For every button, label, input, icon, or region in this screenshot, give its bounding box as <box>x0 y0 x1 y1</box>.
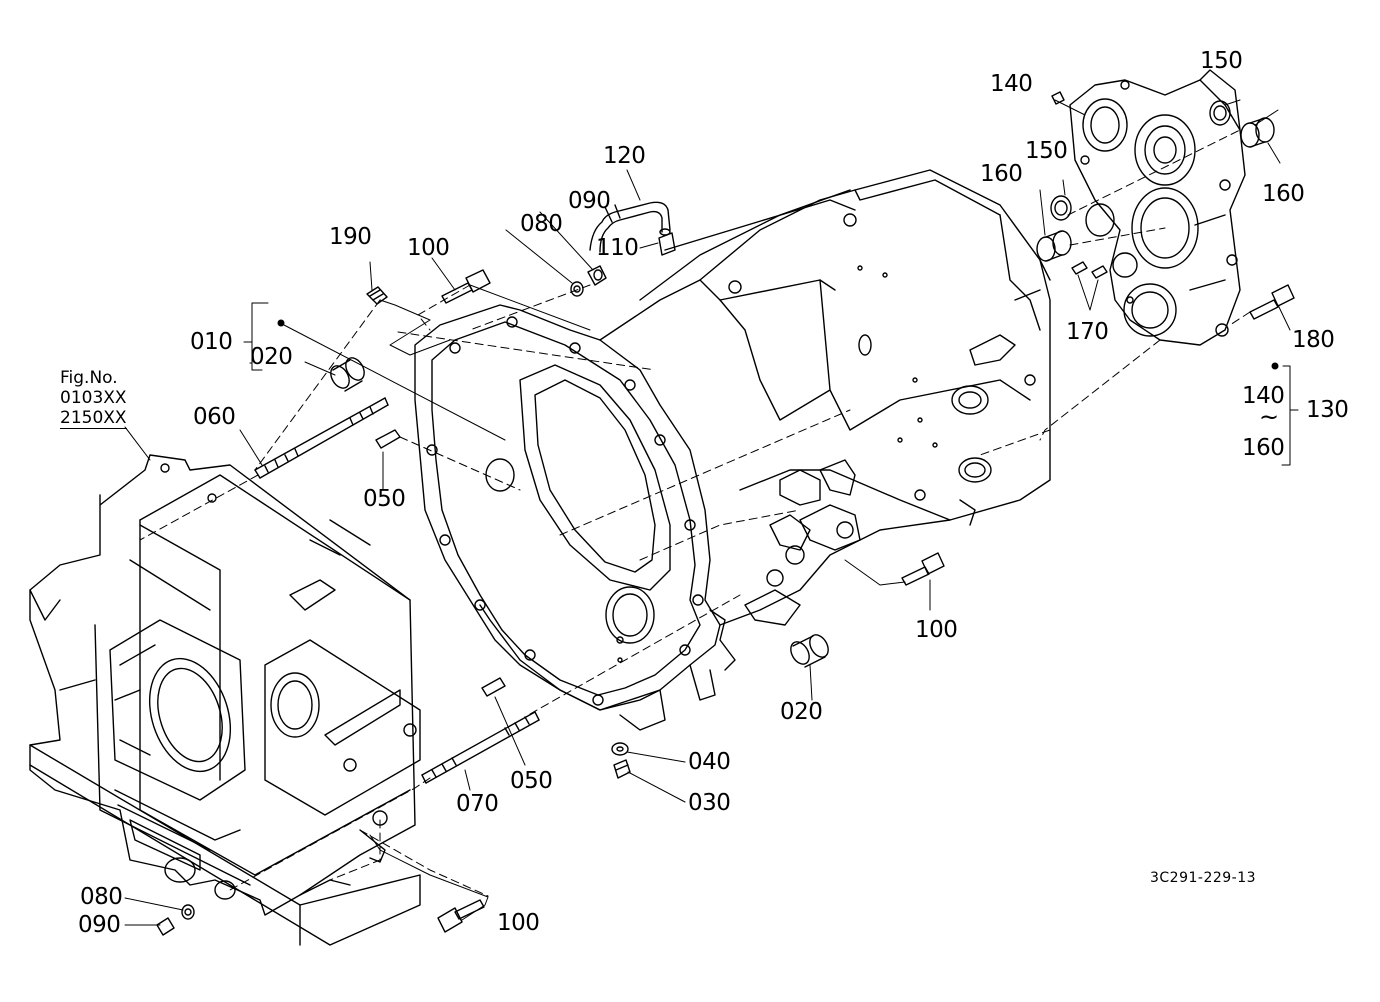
callout-110: 110 <box>596 235 639 261</box>
bolt-180 <box>1249 284 1295 320</box>
washer-040 <box>611 742 629 756</box>
figure-ref-code-2: 2150XX <box>60 408 127 429</box>
bolt-100-right <box>901 552 945 586</box>
callout-040: 040 <box>688 749 731 775</box>
callout-150-upper: 150 <box>1200 48 1243 74</box>
pin-050-lower <box>481 677 506 697</box>
stud-070 <box>421 711 540 784</box>
pin-140-upper <box>1051 91 1065 105</box>
callout-080-lower: 080 <box>80 884 123 910</box>
figure-ref-label: Fig.No. <box>60 368 118 388</box>
bushings-rear <box>1036 100 1275 262</box>
bolt-100-lower <box>437 899 485 933</box>
plug-030 <box>613 759 631 779</box>
plug-190 <box>366 286 388 305</box>
hose-120 <box>589 201 671 253</box>
callout-170: 170 <box>1066 319 1109 345</box>
callout-070: 070 <box>456 791 499 817</box>
callout-190: 190 <box>329 224 372 250</box>
callout-100-lower: 100 <box>497 910 540 936</box>
callout-160-range: 160 <box>1242 435 1285 461</box>
callout-020-upper: 020 <box>250 344 293 370</box>
dowel-pins-170 <box>1071 261 1108 279</box>
callout-160-mid: 160 <box>980 161 1023 187</box>
drawing-code: 3C291-229-13 <box>1150 870 1257 886</box>
washer-nut-upper <box>570 265 607 297</box>
pin-050-upper <box>375 429 401 449</box>
callout-160-upper: 160 <box>1262 181 1305 207</box>
washer-nut-lower <box>156 904 195 936</box>
bolt-100-upper <box>441 269 491 304</box>
callout-010: 010 <box>190 329 233 355</box>
front-housing <box>29 454 421 946</box>
callout-060: 060 <box>193 404 236 430</box>
small-parts <box>156 91 1295 936</box>
bushing-020-lower <box>790 634 829 668</box>
callout-100-right: 100 <box>915 617 958 643</box>
callout-150-mid: 150 <box>1025 138 1068 164</box>
callout-100-upper: 100 <box>407 235 450 261</box>
callout-090-lower: 090 <box>78 912 121 938</box>
bushing-020-upper <box>330 357 365 392</box>
callout-090-upper: 090 <box>568 188 611 214</box>
callout-140-range: 140 <box>1242 383 1285 409</box>
figure-ref-code-1: 0103XX <box>60 388 127 408</box>
range-tilde: ~ <box>1259 403 1280 431</box>
callout-080-upper: 080 <box>520 211 563 237</box>
callout-020-lower: 020 <box>780 699 823 725</box>
callout-180: 180 <box>1292 327 1335 353</box>
callout-050-upper: 050 <box>363 486 406 512</box>
callout-130: 130 <box>1306 397 1349 423</box>
leader-lines <box>124 99 1299 926</box>
fitting-110 <box>658 228 676 256</box>
rear-cover <box>1069 69 1246 346</box>
stud-060 <box>254 397 389 479</box>
callout-120: 120 <box>603 143 646 169</box>
callout-050-lower: 050 <box>510 768 553 794</box>
callout-030: 030 <box>688 790 731 816</box>
callout-140-upper: 140 <box>990 71 1033 97</box>
transmission-case <box>414 169 1051 731</box>
